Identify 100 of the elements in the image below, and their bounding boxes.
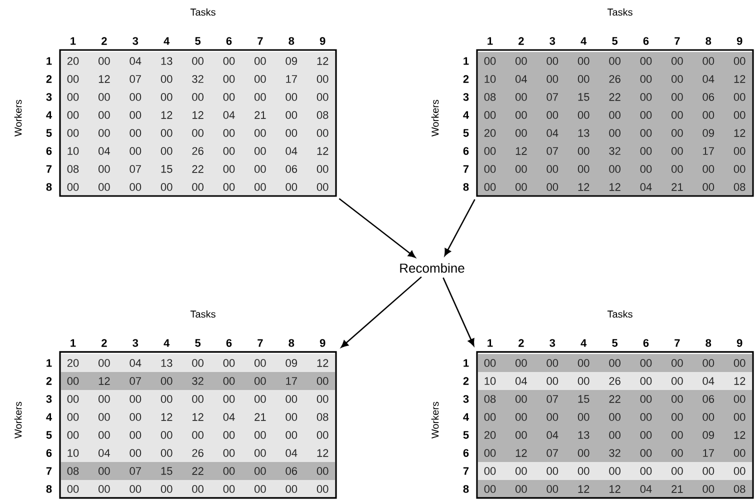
axis-title: Workers	[431, 100, 439, 136]
matrix-value: 13	[161, 359, 172, 367]
matrix-value: 00	[254, 395, 266, 403]
matrix-value: 00	[578, 467, 590, 475]
matrix-value: 00	[672, 129, 683, 137]
matrix-value: 00	[672, 57, 683, 65]
matrix-value: 00	[609, 359, 620, 367]
matrix-value: 00	[67, 485, 79, 493]
matrix-value: 00	[578, 57, 590, 65]
matrix-value: 20	[67, 359, 79, 367]
matrix-value: 08	[316, 413, 328, 421]
matrix-value: 21	[254, 413, 266, 421]
matrix-value: 00	[316, 165, 328, 173]
matrix-value: 00	[609, 431, 620, 439]
matrix-value: 04	[286, 449, 298, 457]
matrix-value: 00	[546, 57, 558, 65]
matrix-value: 15	[578, 93, 590, 101]
matrix-value: 07	[130, 165, 141, 173]
matrix-value: 15	[161, 467, 172, 475]
matrix-value: 04	[98, 147, 110, 155]
matrix-value: 12	[734, 377, 746, 385]
matrix-value: 06	[702, 395, 714, 403]
matrix-value: 12	[610, 485, 620, 493]
matrix-value: 00	[546, 377, 558, 385]
matrix-value: 00	[734, 359, 746, 367]
matrix-value: 21	[672, 183, 683, 191]
matrix-value: 13	[578, 129, 590, 137]
matrix-value: 10	[68, 147, 79, 155]
arrow	[442, 277, 474, 346]
matrix-value: 00	[130, 449, 142, 457]
matrix-value: 00	[130, 93, 142, 101]
matrix-value: 20	[484, 431, 496, 439]
matrix-value: 00	[609, 129, 620, 137]
matrix-value: 00	[484, 485, 496, 493]
matrix-value: 00	[702, 413, 714, 421]
matrix-value: 00	[546, 75, 558, 83]
matrix-value: 21	[672, 485, 683, 493]
matrix-value: 04	[640, 485, 652, 493]
matrix-value: 00	[516, 129, 527, 137]
matrix-value: 32	[192, 377, 204, 385]
matrix-value: 00	[286, 183, 298, 191]
axis-title: Tasks	[190, 8, 216, 16]
matrix-value: 04	[130, 359, 142, 367]
matrix-value: 00	[578, 111, 590, 119]
matrix-value: 13	[578, 431, 590, 439]
matrix-value: 00	[130, 395, 142, 403]
matrix-value: 00	[578, 377, 590, 385]
axis-title: Tasks	[607, 8, 632, 16]
matrix-value: 00	[672, 449, 683, 457]
matrix-value: 00	[316, 395, 328, 403]
matrix-value: 00	[130, 111, 142, 119]
matrix-value: 32	[609, 147, 620, 155]
matrix-value: 15	[578, 395, 590, 403]
matrix-value: 00	[254, 75, 266, 83]
matrix-value: 04	[286, 147, 298, 155]
matrix-value: 00	[254, 485, 266, 493]
matrix-value: 08	[484, 395, 496, 403]
matrix-value: 17	[286, 75, 297, 83]
matrix-value: 12	[610, 183, 620, 191]
matrix-value: 00	[702, 359, 714, 367]
matrix-value: 00	[160, 449, 172, 457]
matrix-value: 04	[546, 129, 558, 137]
matrix-value: 00	[640, 129, 652, 137]
matrix-value: 00	[160, 75, 172, 83]
matrix-value: 00	[254, 359, 266, 367]
matrix-value: 00	[130, 485, 142, 493]
matrix-value: 00	[130, 183, 142, 191]
matrix-value: 00	[546, 111, 558, 119]
matrix-value: 00	[67, 75, 79, 83]
matrix-value: 00	[67, 183, 79, 191]
matrix-value: 00	[67, 395, 79, 403]
matrix-value: 00	[254, 377, 266, 385]
matrix-value: 00	[734, 413, 746, 421]
matrix-value: 17	[703, 449, 714, 457]
matrix-value: 00	[130, 413, 142, 421]
axis-title: Tasks	[607, 310, 632, 318]
matrix-value: 00	[484, 413, 496, 421]
matrix-value: 00	[316, 377, 328, 385]
matrix-value: 00	[484, 449, 496, 457]
matrix-value: 00	[223, 359, 235, 367]
matrix-value: 00	[702, 57, 714, 65]
matrix-value: 12	[578, 485, 590, 493]
matrix-value: 00	[516, 395, 527, 403]
matrix-value: 00	[223, 395, 235, 403]
matrix-value: 00	[192, 57, 204, 65]
matrix-value: 26	[609, 75, 620, 83]
matrix-value: 00	[640, 147, 652, 155]
matrix-value: 07	[546, 147, 558, 155]
matrix-value: 10	[484, 377, 496, 385]
matrix-value: 00	[254, 467, 266, 475]
matrix-value: 26	[192, 449, 204, 457]
matrix-value: 00	[130, 147, 142, 155]
matrix-value: 12	[317, 359, 328, 367]
matrix-value: 21	[254, 111, 266, 119]
matrix-value: 00	[98, 359, 110, 367]
matrix-value: 12	[734, 129, 746, 137]
matrix-value: 00	[98, 485, 110, 493]
matrix-value: 12	[734, 75, 746, 83]
matrix-value: 09	[702, 129, 714, 137]
matrix-value: 00	[286, 129, 298, 137]
